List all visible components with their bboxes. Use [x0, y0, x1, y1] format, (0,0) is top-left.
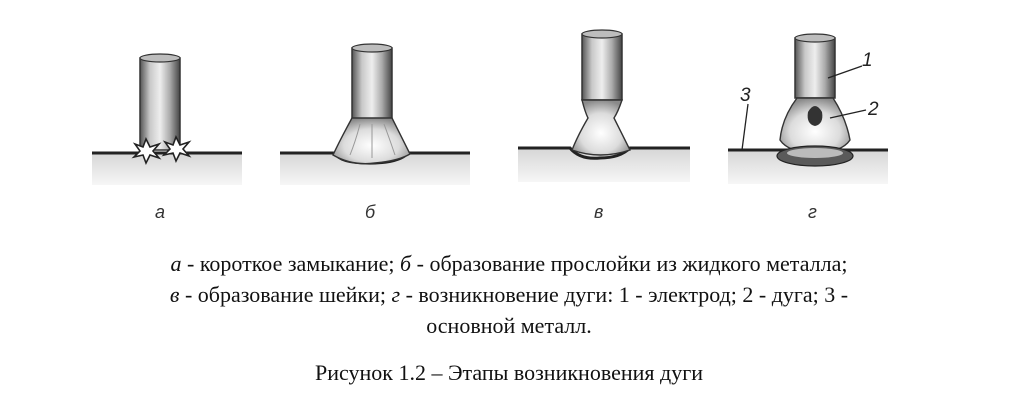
label-base-metal: 3 — [740, 85, 751, 106]
legend-line-1: а - короткое замыкание; б - образование … — [0, 251, 1018, 277]
legend-text: - образование прослойки из жидкого метал… — [411, 251, 848, 276]
legend-letter: в — [169, 282, 180, 307]
panel-b: б — [280, 43, 470, 222]
electrode-v — [581, 33, 623, 101]
panel-letter-g: г — [808, 202, 817, 222]
electrode-a — [139, 57, 181, 151]
legend-line-2: в - образование шейки; г - возникновение… — [0, 282, 1018, 308]
electrode-b — [351, 47, 393, 121]
legend-text: - короткое замыкание; — [181, 251, 401, 276]
electrode-g — [794, 37, 836, 99]
label-arc: 2 — [867, 99, 879, 120]
legend-text: основной металл. — [426, 313, 592, 338]
base-metal-a — [92, 153, 242, 185]
panel-g: 1 2 3 г — [728, 33, 888, 222]
spark-icon — [131, 137, 162, 165]
legend-letter: г — [391, 282, 401, 307]
panel-letter-v: в — [594, 202, 603, 222]
legend-line-3: основной металл. — [0, 313, 1018, 339]
figure-caption-text: Рисунок 1.2 – Этапы возникновения дуги — [315, 360, 703, 385]
legend-letter: б — [400, 251, 412, 276]
arc-stages-diagram: а б в 1 2 3 г — [92, 29, 888, 222]
figure-caption: Рисунок 1.2 – Этапы возникновения дуги — [0, 360, 1018, 386]
neck-v — [571, 99, 631, 156]
legend-text: - возникновение дуги: 1 - электрод; 2 - … — [400, 282, 849, 307]
panel-letter-a: а — [155, 202, 165, 222]
legend-letter: а — [170, 251, 182, 276]
panel-letter-b: б — [365, 202, 376, 222]
panel-v: в — [518, 29, 690, 222]
panel-a: а — [92, 53, 242, 222]
spark-icon — [161, 135, 192, 163]
label-electrode: 1 — [862, 50, 873, 71]
legend-text: - образование шейки; — [179, 282, 392, 307]
